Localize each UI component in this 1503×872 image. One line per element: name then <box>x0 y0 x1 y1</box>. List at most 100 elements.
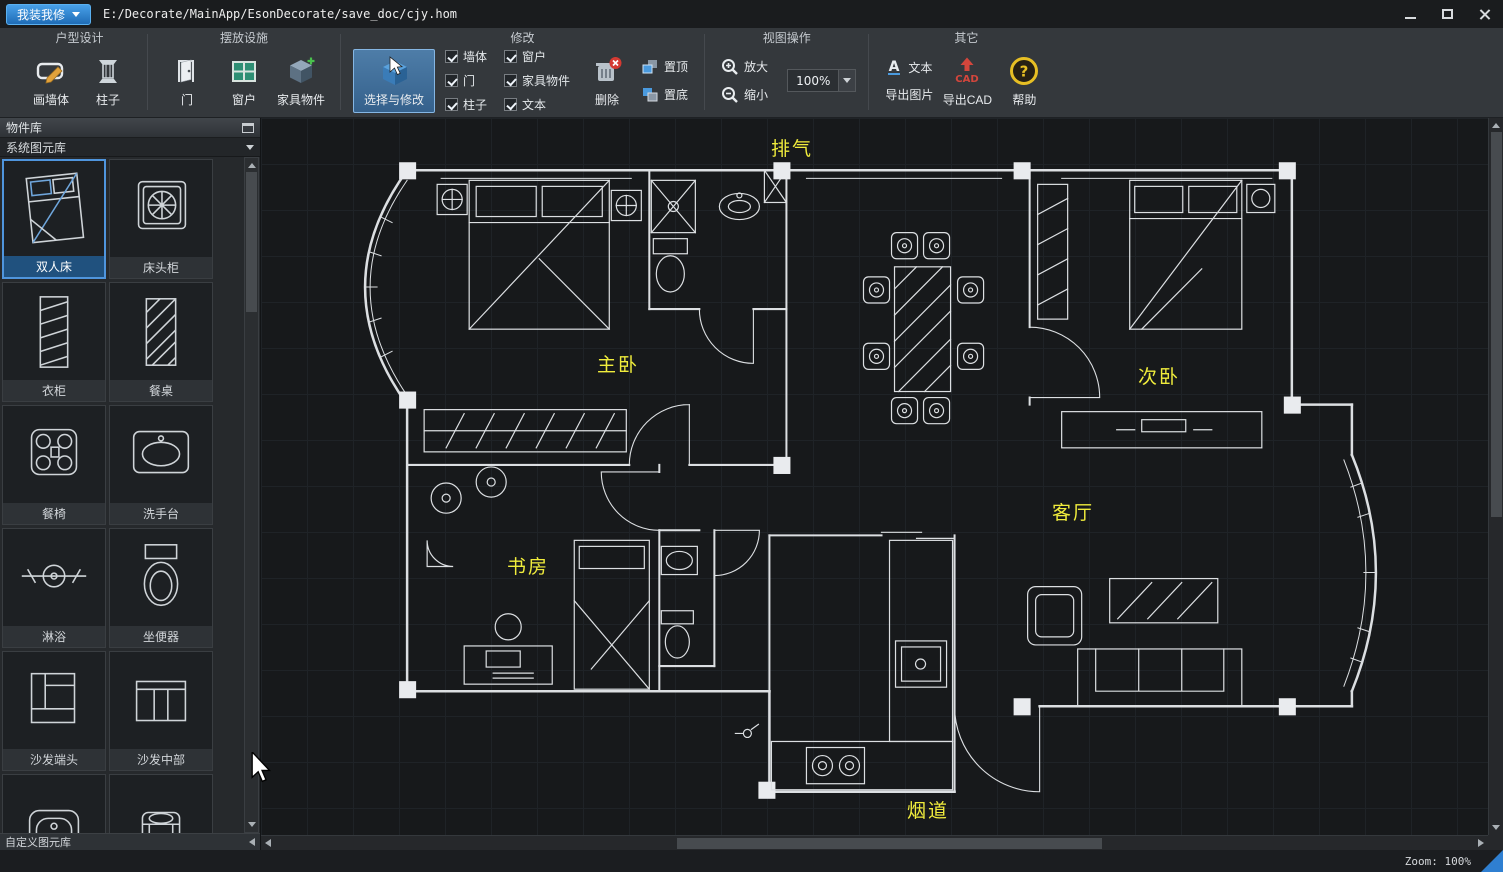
button-label: 文本 <box>908 60 933 75</box>
scrollbar-thumb[interactable] <box>677 837 1102 849</box>
column-button[interactable]: 柱子 <box>81 49 135 113</box>
scroll-right-icon[interactable] <box>1478 839 1484 847</box>
library-item-partial-2[interactable] <box>109 774 213 833</box>
room-label-exhaust: 排气 <box>771 138 814 160</box>
send-to-back-button[interactable]: 置底 <box>641 86 688 104</box>
send-back-icon <box>641 86 659 104</box>
chevron-down-icon <box>72 11 81 17</box>
column-icon <box>92 54 124 88</box>
scroll-left-icon[interactable] <box>265 839 271 847</box>
ribbon-group-floorplan-design: 户型设计 画墙体 柱子 <box>14 30 145 114</box>
library-item-sofa-end[interactable]: 沙发端头 <box>2 651 106 771</box>
dining-chair-icon <box>3 406 105 503</box>
ribbon-group-label: 户型设计 <box>55 31 104 45</box>
chevron-down-icon <box>843 78 852 83</box>
delete-button[interactable]: 删除 <box>580 49 634 113</box>
resize-grip[interactable] <box>1481 850 1503 872</box>
canvas-horizontal-scrollbar[interactable] <box>261 835 1488 850</box>
ribbon-toolbar: 户型设计 画墙体 柱子 摆放设施 <box>0 28 1503 118</box>
layer-order-buttons: 置顶 置底 <box>641 58 688 104</box>
ribbon-group-label: 修改 <box>510 31 535 45</box>
library-item-label: 洗手台 <box>110 503 212 524</box>
library-scrollbar[interactable] <box>244 157 259 833</box>
library-item-double-bed[interactable]: 双人床 <box>2 159 106 279</box>
zoom-out-button[interactable]: 缩小 <box>721 86 768 104</box>
room-label-study: 书房 <box>507 556 550 578</box>
select-modify-button[interactable]: 选择与修改 <box>353 48 435 113</box>
scroll-up-icon[interactable] <box>1492 123 1500 128</box>
scrollbar-thumb[interactable] <box>1490 132 1502 517</box>
custom-library-bar[interactable]: 自定义图元库 <box>0 833 260 850</box>
titlebar: 我装我修 E:/Decorate/MainApp/EsonDecorate/sa… <box>0 0 1503 28</box>
button-label: 缩小 <box>744 88 769 102</box>
library-item-sofa-middle[interactable]: 沙发中部 <box>109 651 213 771</box>
scrollbar-thumb[interactable] <box>246 172 257 312</box>
furniture-button[interactable]: 家具物件 <box>274 49 328 113</box>
shower-icon <box>3 529 105 626</box>
library-item-dining-table[interactable]: 餐桌 <box>109 282 213 402</box>
zoom-in-button[interactable]: 放大 <box>721 58 768 76</box>
filter-window-checkbox[interactable]: 窗户 <box>504 48 570 65</box>
filter-text-checkbox[interactable]: 文本 <box>504 96 570 113</box>
app-menu-button[interactable]: 我装我修 <box>6 3 92 25</box>
room-label-flue: 烟道 <box>907 800 950 822</box>
help-button[interactable]: ? 帮助 <box>997 49 1051 113</box>
button-label: 置顶 <box>664 60 689 74</box>
door-button[interactable]: 门 <box>160 49 214 113</box>
library-select[interactable]: 系统图元库 <box>0 138 260 157</box>
button-label: 置底 <box>664 88 689 102</box>
panel-float-icon[interactable] <box>242 122 254 133</box>
scroll-up-icon[interactable] <box>247 163 256 168</box>
floorplan-canvas[interactable]: 排气 主卧 次卧 客厅 书房 烟道 <box>261 118 1488 835</box>
minimize-button[interactable] <box>1392 0 1429 28</box>
combobox-dropdown-button[interactable] <box>838 70 856 91</box>
select-modify-icon <box>378 54 410 88</box>
close-button[interactable] <box>1466 0 1503 28</box>
library-item-wardrobe[interactable]: 衣柜 <box>2 282 106 402</box>
canvas-vertical-scrollbar[interactable] <box>1488 118 1503 835</box>
ribbon-group-placement: 摆放设施 门 窗户 家具物 <box>150 30 338 114</box>
object-library-panel: 物件库 系统图元库 双人床 <box>0 118 261 850</box>
export-cad-button[interactable]: CAD 导出CAD <box>940 49 994 113</box>
window-button[interactable]: 窗户 <box>217 49 271 113</box>
app-menu-label: 我装我修 <box>17 7 66 22</box>
filter-wall-checkbox[interactable]: 墙体 <box>445 48 487 65</box>
ribbon-group-other: 其它 A 文本 导出图片 CAD <box>871 30 1061 114</box>
export-image-button[interactable]: 导出图片 <box>885 86 933 103</box>
button-label: 画墙体 <box>32 92 69 107</box>
filter-column-checkbox[interactable]: 柱子 <box>445 96 487 113</box>
maximize-button[interactable] <box>1429 0 1466 28</box>
library-item-nightstand[interactable]: 床头柜 <box>109 159 213 279</box>
ribbon-separator <box>868 34 870 110</box>
delete-icon <box>591 54 623 88</box>
washbasin-icon <box>110 406 212 503</box>
ribbon-group-modify: 修改 选择与修改 墙体 门 柱子 窗户 家具物件 文本 <box>343 30 702 114</box>
zoom-buttons: 放大 缩小 <box>721 58 768 104</box>
filter-column-1: 墙体 门 柱子 <box>445 48 487 113</box>
library-item-toilet[interactable]: 坐便器 <box>109 528 213 648</box>
window-icon <box>228 54 260 88</box>
library-panel-header: 物件库 <box>0 118 260 138</box>
library-item-shower[interactable]: 淋浴 <box>2 528 106 648</box>
svg-text:?: ? <box>1020 62 1029 80</box>
library-item-dining-chair[interactable]: 餐椅 <box>2 405 106 525</box>
double-bed-icon <box>4 161 104 256</box>
help-icon: ? <box>1008 54 1040 88</box>
zoom-level-combobox[interactable]: 100% <box>787 69 857 92</box>
floorplan-drawing <box>363 162 1378 799</box>
filter-door-checkbox[interactable]: 门 <box>445 72 487 89</box>
button-label: 导出CAD <box>942 92 993 107</box>
library-item-washbasin[interactable]: 洗手台 <box>109 405 213 525</box>
library-item-partial-1[interactable] <box>2 774 106 833</box>
ribbon-group-label: 其它 <box>954 31 979 45</box>
bring-to-front-button[interactable]: 置顶 <box>641 58 688 76</box>
scroll-down-icon[interactable] <box>1492 825 1500 830</box>
sofa-middle-icon <box>110 652 212 749</box>
checkbox-checked-icon <box>445 50 458 63</box>
scroll-down-icon[interactable] <box>247 822 256 827</box>
draw-wall-button[interactable]: 画墙体 <box>24 49 78 113</box>
button-label: 家具物件 <box>276 92 325 107</box>
ribbon-separator <box>340 34 341 110</box>
text-tool-button[interactable]: A 文本 <box>885 58 933 76</box>
filter-furniture-checkbox[interactable]: 家具物件 <box>504 72 570 89</box>
